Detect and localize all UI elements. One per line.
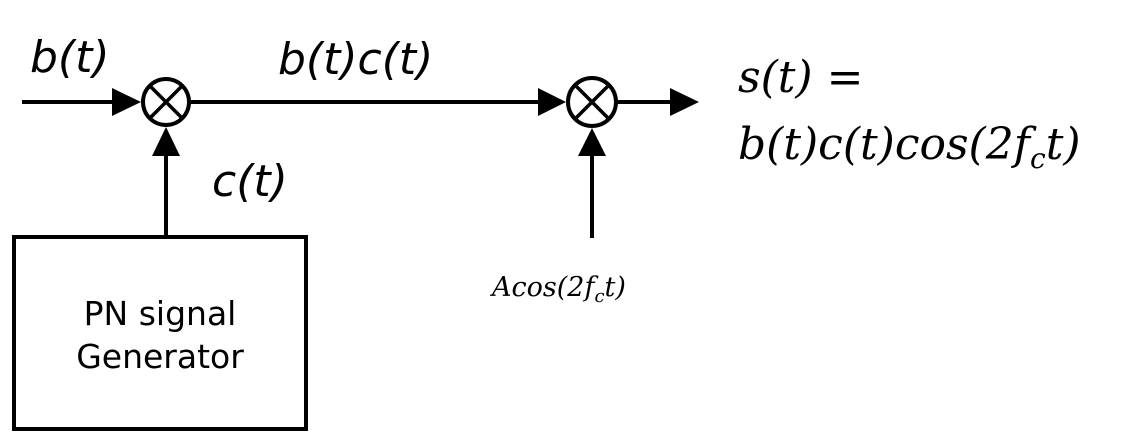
carrier-label-sub: c <box>594 286 604 307</box>
pn-code-arrowhead <box>152 127 180 156</box>
carrier-label-suffix: t) <box>605 272 626 303</box>
pn-generator-box <box>12 235 308 431</box>
carrier-arrowhead <box>578 128 606 156</box>
pn-generator-line1: PN signal <box>84 294 237 333</box>
multiplier-2 <box>566 76 618 128</box>
output-label-line2: b(t)c(t)cos(2fct) <box>738 119 1081 175</box>
output-label-prefix: b(t)c(t)cos(2 <box>738 119 1014 170</box>
pn-generator-line2: Generator <box>76 337 244 376</box>
carrier-label-prefix: Acos(2 <box>489 272 584 303</box>
output-arrowhead <box>670 88 699 116</box>
spread-signal-label: b(t)c(t) <box>278 34 433 85</box>
output-label-line1: s(t) = <box>738 52 863 103</box>
multiplier-1 <box>141 77 191 127</box>
input-arrowhead <box>112 88 141 116</box>
spread-arrowhead <box>538 88 566 116</box>
pn-code-label: c(t) <box>212 156 288 207</box>
output-label-suffix: t) <box>1046 119 1081 170</box>
carrier-label: Acos(2fct) <box>489 272 626 307</box>
output-label-sub: c <box>1030 142 1046 175</box>
input-signal-label: b(t) <box>30 32 110 83</box>
